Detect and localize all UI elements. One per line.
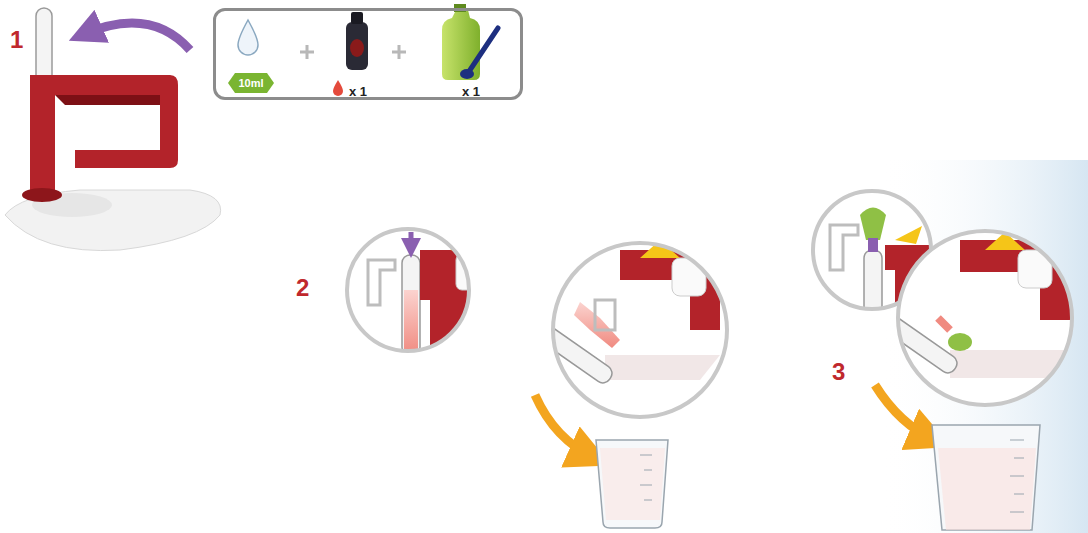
step-number: 3 xyxy=(832,360,845,384)
step-number: 1 xyxy=(10,28,23,52)
hexagon-shape xyxy=(228,73,274,93)
volume-text: 10ml xyxy=(228,73,274,93)
volume-badge: 10ml xyxy=(228,73,274,93)
quantity-label: x 1 xyxy=(462,84,480,99)
measuring-beaker xyxy=(932,425,1040,530)
detail-circle-outline xyxy=(898,231,1072,405)
step-number: 2 xyxy=(296,276,309,300)
measuring-beaker xyxy=(596,440,668,528)
detail-circle xyxy=(523,240,730,420)
pour-arrow xyxy=(535,395,595,458)
curved-arrow xyxy=(82,23,190,50)
detail-circle xyxy=(340,225,486,360)
tube-stand xyxy=(5,8,221,251)
pour-arrow xyxy=(875,385,935,440)
detail-circle xyxy=(868,230,1075,410)
ingredient-box: 10ml x 1 x 1 xyxy=(213,8,523,100)
quantity-label: x 1 xyxy=(349,84,367,99)
detail-circle-outline xyxy=(553,243,727,417)
ingredient-icons xyxy=(238,4,498,96)
detail-circle-outline xyxy=(347,229,469,351)
